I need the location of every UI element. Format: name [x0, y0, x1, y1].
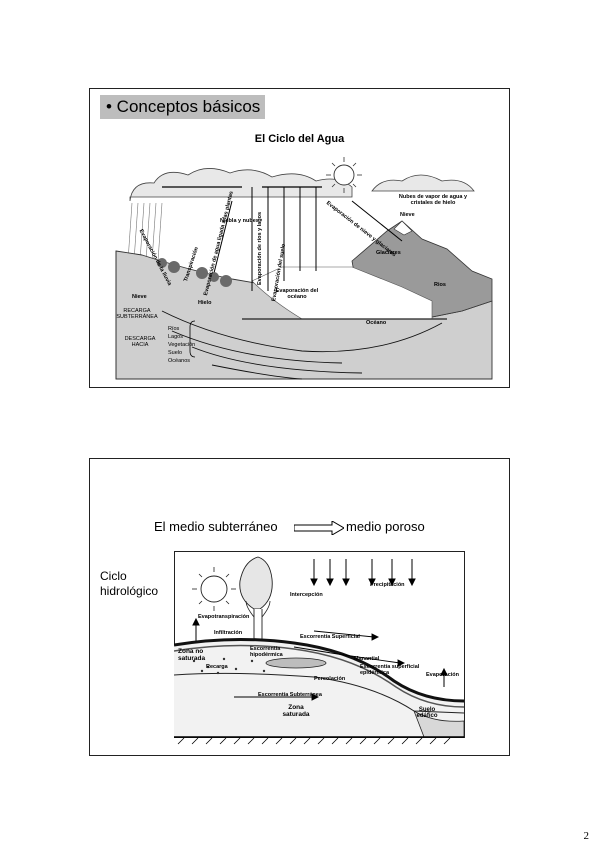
label-oceano: Océano: [366, 320, 387, 326]
porous-medium-diagram: [174, 551, 465, 745]
label-recarga: RECARGA SUBTERRÁNEA: [116, 308, 158, 320]
page-number: 2: [583, 830, 590, 842]
label-nieve-low: Nieve: [132, 294, 147, 300]
label-zona-no: Zona no saturada: [178, 648, 206, 662]
list-item: Ríos: [168, 326, 180, 332]
label-descarga: DESCARGA HACIA: [124, 336, 156, 348]
list-item: Océanos: [168, 358, 191, 364]
tree-icon: [239, 556, 273, 644]
water-cycle-diagram: [115, 157, 493, 380]
slide-water-cycle: • Conceptos básicos El Ciclo del Agua: [89, 88, 510, 388]
label-nieve-top: Nieve: [400, 212, 415, 218]
label-evap-oceano: Evaporación del océano: [275, 288, 319, 300]
ciclo-label: Ciclo hidrológico: [100, 569, 158, 599]
slide-subsurface: El medio subterráneo medio poroso Ciclo …: [89, 458, 510, 756]
label-zona-sat: Zona saturada: [282, 704, 310, 718]
diagram-title: El Ciclo del Agua: [254, 133, 345, 145]
ciclo-line-1: Ciclo: [100, 569, 127, 583]
ciclo-line-2: hidrológico: [100, 584, 159, 598]
list-item: Lagos: [168, 334, 183, 340]
title-left: El medio subterráneo: [154, 519, 278, 534]
label-recarga: Recarga: [206, 664, 228, 670]
label-hielo: Hielo: [198, 300, 212, 306]
label-percolacion: Percolación: [314, 676, 346, 682]
label-evaporacion: Evaporación: [426, 672, 460, 678]
sun-icon: [326, 157, 362, 193]
label-escorrentia-epi: Escorrentía superficial epidérmica: [360, 664, 420, 676]
label-manantial: Manantial: [354, 656, 380, 662]
label-escorrentia-sup: Escorrentía Superficial: [300, 634, 360, 640]
label-nubes: Nubes de vapor de agua y cristales de hi…: [398, 194, 468, 206]
label-niebla: Niebla y nubes: [220, 218, 259, 224]
label-precipitacion: Precipitación: [370, 582, 405, 588]
list-item: Suelo: [168, 350, 183, 356]
section-title: • Conceptos básicos: [100, 95, 265, 119]
label-intercepcion: Intercepción: [290, 592, 323, 598]
arrow-right-icon: [294, 521, 344, 535]
label-evap-rios: Evaporación de ríos y lagos: [257, 211, 263, 285]
label-infiltracion: Infiltración: [214, 630, 243, 636]
sun-icon: [192, 567, 236, 611]
label-glaciares: Glaciares: [376, 250, 401, 256]
label-escorrentia-hipo: Escorrentía hipodérmica: [250, 646, 283, 658]
label-escorrentia-sub: Escorrentía Subterránea: [258, 692, 322, 698]
label-suelo: Suelo edáfico: [416, 707, 438, 719]
list-item: Vegetación: [168, 342, 196, 348]
label-evapotranspiracion: Evapotranspiración: [198, 614, 250, 620]
title-right: medio poroso: [346, 519, 425, 534]
label-rios-right: Rios: [434, 282, 446, 288]
